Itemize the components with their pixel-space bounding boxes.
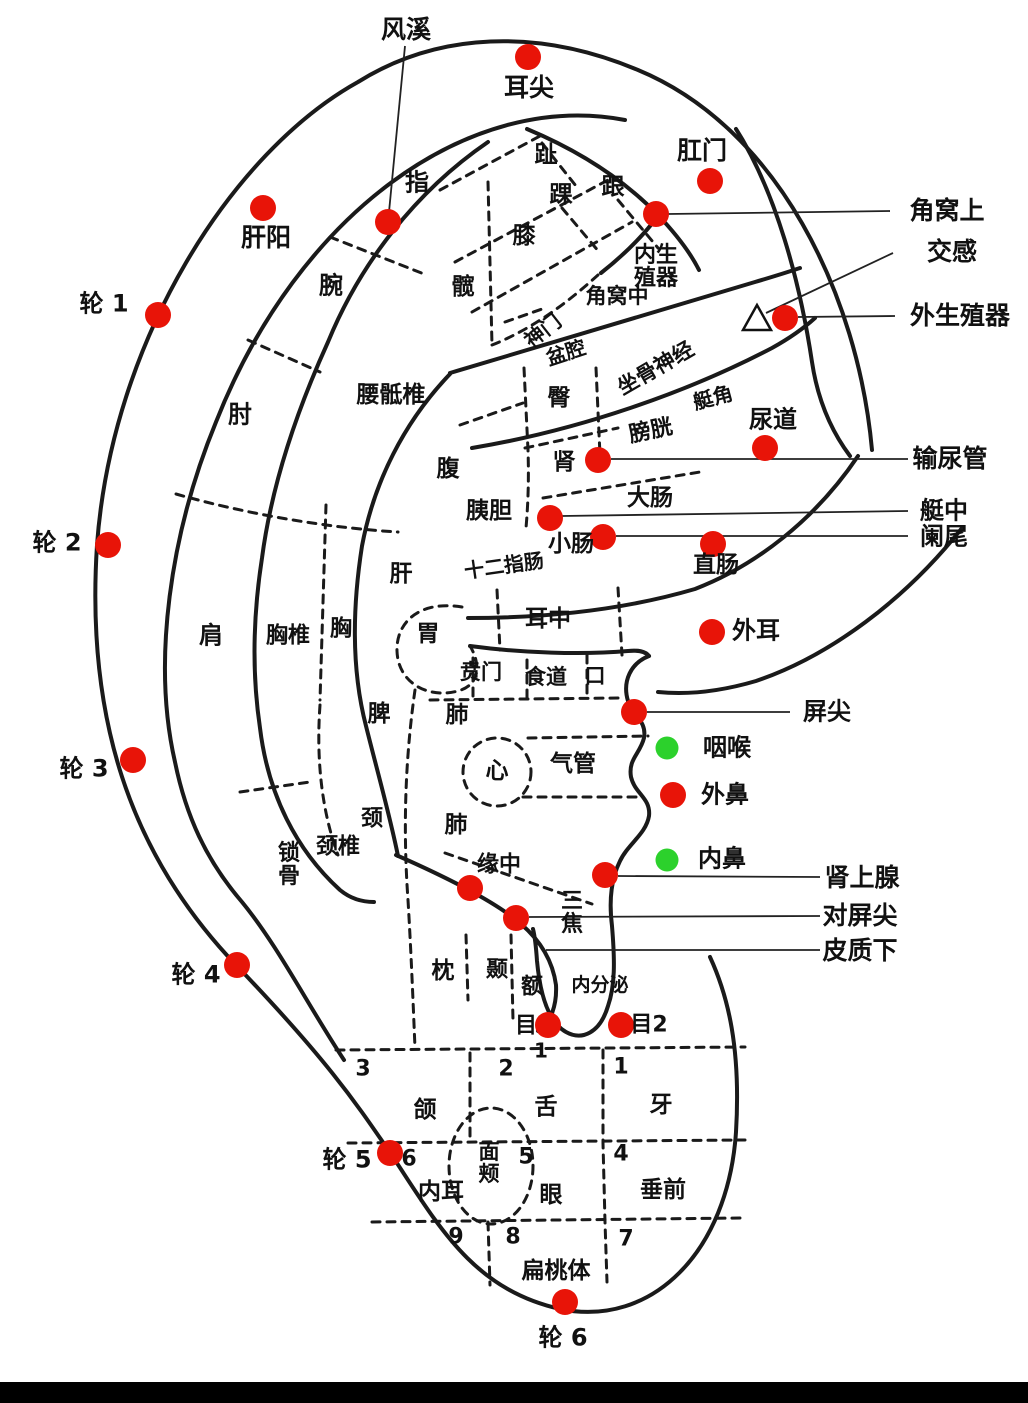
point-lun6-biantaoti xyxy=(552,1289,578,1315)
antitragus-path xyxy=(394,853,559,1033)
triangle-marker-layer xyxy=(740,302,774,332)
helix-inner-left-path xyxy=(163,113,627,1062)
acupoint-dot-layer xyxy=(95,44,798,1315)
concha-lower-sweep-path xyxy=(656,526,964,695)
concha-upper-sweep-path xyxy=(466,454,860,620)
solid-outline-layer xyxy=(93,39,964,1314)
point-mu2 xyxy=(608,1012,634,1038)
leader-line-layer xyxy=(388,45,909,951)
point-mu1 xyxy=(535,1012,561,1038)
erzhong-bottom-path xyxy=(468,644,651,658)
point-zhichang xyxy=(700,531,726,557)
leader-fengxi xyxy=(388,45,406,213)
crus-top-path xyxy=(525,127,701,272)
helix-inner-right-path xyxy=(734,127,852,458)
point-lun5 xyxy=(377,1140,403,1166)
cheek-dashed-ellipse xyxy=(447,1106,535,1226)
point-lun4 xyxy=(224,952,250,978)
leader-tingzhong xyxy=(561,510,909,517)
point-lun1 xyxy=(145,302,171,328)
scapha-inner-path xyxy=(252,140,490,904)
point-lanwei xyxy=(590,524,616,550)
point-niaodao xyxy=(752,435,778,461)
antihelix-inner-path xyxy=(352,372,452,858)
helix-outer-path xyxy=(93,39,874,1314)
point-erjian xyxy=(515,44,541,70)
point-gangmen xyxy=(697,168,723,194)
leader-jiaowoshang xyxy=(667,210,891,215)
point-lun2 xyxy=(95,532,121,558)
point-neibi xyxy=(655,848,679,872)
point-waibi xyxy=(660,782,686,808)
leader-shenshangxian xyxy=(617,875,821,878)
bottom-black-bar xyxy=(0,1382,1028,1403)
heart-dashed-circle xyxy=(461,736,533,808)
jiaogan-triangle-marker xyxy=(740,302,774,332)
leader-jiaogan xyxy=(765,252,894,314)
point-fengxi xyxy=(375,209,401,235)
point-yanhou xyxy=(655,736,679,760)
leader-duipingjian xyxy=(528,915,821,918)
lower-crus-upper-path xyxy=(448,266,802,375)
point-ganyang xyxy=(250,195,276,221)
leader-waishengzhiqi xyxy=(797,315,896,318)
dashed-divider-layer xyxy=(174,134,747,1287)
point-shenshangxian xyxy=(592,862,618,888)
point-pingjian xyxy=(621,699,647,725)
point-shuniaoguan xyxy=(585,447,611,473)
point-waier xyxy=(699,619,725,645)
point-duipingjian xyxy=(503,905,529,931)
point-tingzhong xyxy=(537,505,563,531)
point-yuanzhong xyxy=(457,875,483,901)
lower-crus-lower-path xyxy=(470,316,817,450)
point-jiaowoshang xyxy=(643,201,669,227)
point-lun3 xyxy=(120,747,146,773)
point-waishengzhiqi xyxy=(772,305,798,331)
